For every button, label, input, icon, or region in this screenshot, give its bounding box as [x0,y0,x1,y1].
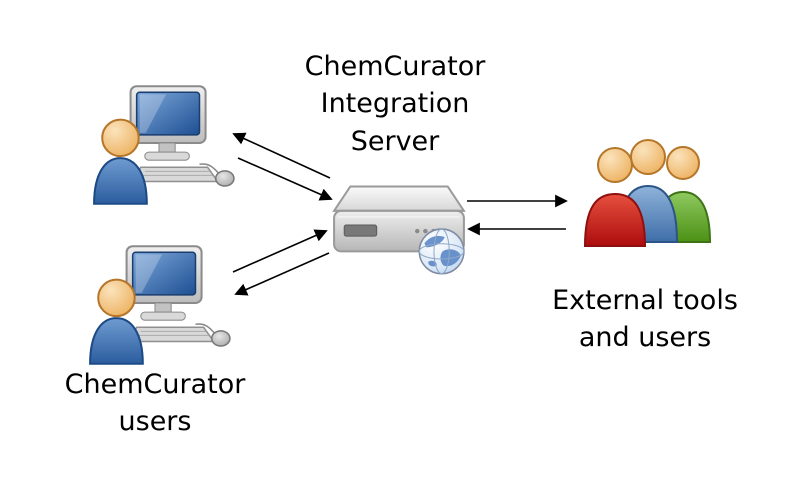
server-label-line1: ChemCurator [304,51,486,82]
chemcurator-users-label-line1: ChemCurator [64,369,246,400]
globe-icon [333,185,465,275]
external-tools-users-label: External tools and users [510,282,780,357]
server-label-line2: Integration [320,88,470,120]
arrow-user2-to-server [232,229,328,273]
arrow-user1-to-server [237,157,333,201]
chemcurator-users-label: ChemCurator users [30,366,280,441]
server-label: ChemCurator Integration Server [250,48,540,160]
user-group-icon [584,139,711,247]
arrow-server-to-user2 [234,252,330,296]
external-tools-users-label-line2: and users [578,322,712,354]
server-icon [333,185,465,275]
external-tools-users-label-line1: External tools [552,285,738,316]
user-workstation-icon-1 [93,85,235,205]
chemcurator-users-label-line2: users [118,406,192,438]
user-workstation-icon-2 [89,245,231,365]
server-label-line3: Server [350,125,440,157]
